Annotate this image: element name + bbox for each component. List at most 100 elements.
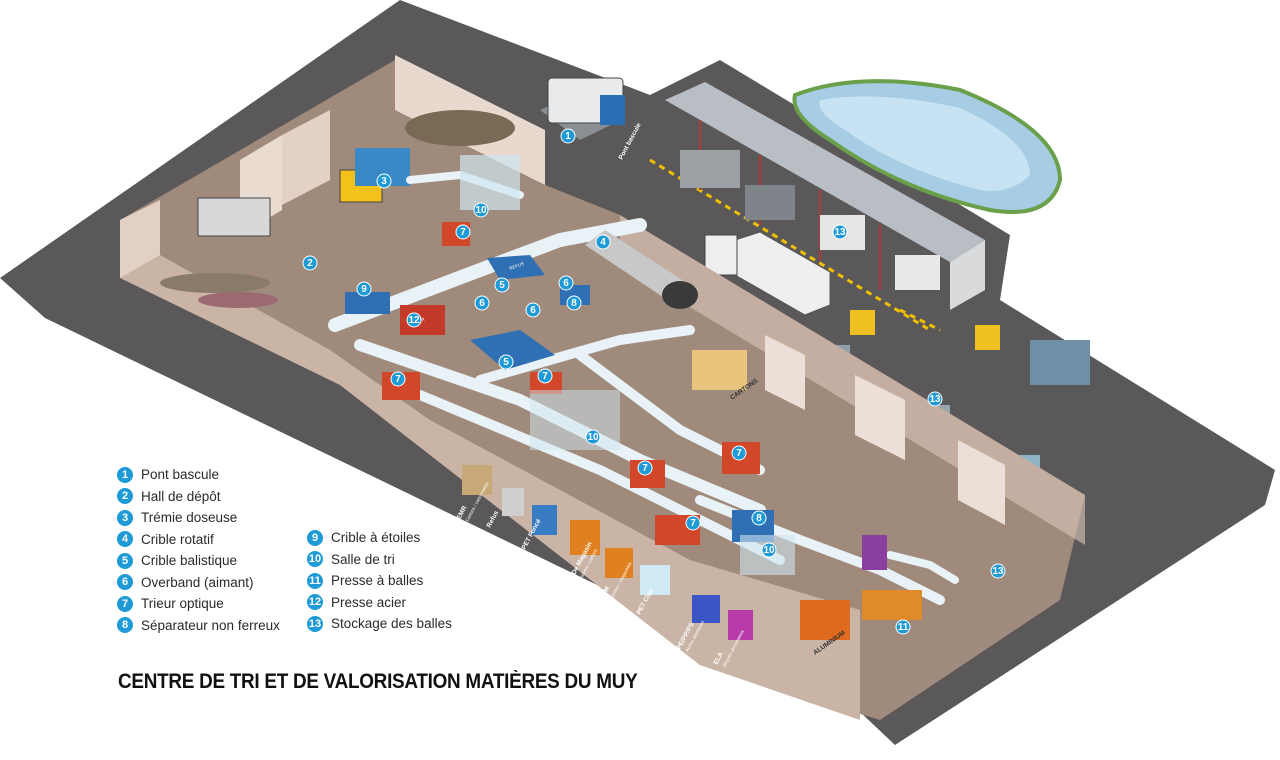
yard-stripe	[899, 308, 941, 332]
semi-tractor	[704, 234, 738, 276]
cartons-bin	[692, 350, 747, 390]
svg-text:2: 2	[307, 258, 313, 269]
purple-bin	[862, 535, 887, 570]
marker-badge-7: 7	[455, 224, 471, 240]
marker-badge-3: 3	[376, 173, 392, 189]
marker-badge-10: 10	[473, 202, 489, 218]
collection-truck-cab	[600, 95, 625, 125]
marker-badge-7: 7	[731, 445, 747, 461]
legend-number-badge: 11	[307, 572, 323, 589]
svg-text:8: 8	[756, 513, 762, 524]
glass-sorting-cabin	[530, 390, 620, 450]
svg-text:7: 7	[542, 371, 548, 382]
legend-item: 10 Salle de tri	[307, 549, 452, 571]
partition-wall	[282, 110, 330, 205]
marker-badge-13: 13	[990, 563, 1006, 579]
svg-text:5: 5	[499, 280, 505, 291]
marker-badge-12: 12	[406, 312, 422, 328]
marker-badge-7: 7	[390, 371, 406, 387]
marker-badge-10: 10	[761, 542, 777, 558]
svg-text:7: 7	[460, 227, 466, 238]
waste-pile	[198, 292, 278, 308]
legend-number-badge: 7	[117, 595, 133, 612]
marker-badge-8: 8	[566, 295, 582, 311]
marker-badge-8: 8	[751, 510, 767, 526]
product-bin	[728, 610, 753, 640]
marker-badge-7: 7	[685, 515, 701, 531]
svg-text:12: 12	[408, 315, 420, 326]
bale-stack	[1030, 340, 1090, 385]
legend-number-badge: 10	[307, 551, 323, 568]
svg-text:3: 3	[381, 176, 387, 187]
svg-text:13: 13	[834, 227, 846, 238]
legend-label: Stockage des balles	[331, 616, 452, 632]
storage-shed-roof	[665, 82, 985, 262]
marker-badge-6: 6	[474, 295, 490, 311]
legend-number-badge: 4	[117, 531, 133, 548]
legend-label: Crible rotatif	[141, 531, 214, 547]
svg-text:13: 13	[992, 566, 1004, 577]
svg-text:10: 10	[763, 545, 775, 556]
legend-item: 4 Crible rotatif	[117, 529, 280, 551]
marker-badge-13: 13	[832, 224, 848, 240]
conveyor-belt	[328, 218, 647, 332]
legend-label: Trieur optique	[141, 596, 224, 612]
svg-text:7: 7	[642, 463, 648, 474]
svg-text:4: 4	[600, 237, 606, 248]
bale-stack	[745, 185, 795, 220]
svg-text:9: 9	[361, 284, 367, 295]
legend-label: Séparateur non ferreux	[141, 617, 280, 633]
legend-label: Presse acier	[331, 594, 407, 610]
building-wall-left	[120, 200, 160, 278]
marker-badge-5: 5	[498, 354, 514, 370]
marker-badge-11: 11	[895, 619, 911, 635]
ballistic-screen	[487, 255, 545, 280]
legend-item: 7 Trieur optique	[117, 593, 280, 615]
svg-text:5: 5	[503, 357, 509, 368]
product-bin	[462, 465, 492, 495]
legend-item: 6 Overband (aimant)	[117, 572, 280, 594]
legend-label: Salle de tri	[331, 551, 395, 567]
wall-segment	[855, 375, 905, 460]
svg-text:7: 7	[736, 448, 742, 459]
legend-number-badge: 5	[117, 552, 133, 569]
svg-text:7: 7	[690, 518, 696, 529]
conveyor-belt	[475, 325, 695, 385]
storage-shed-side	[950, 240, 985, 310]
legend-number-badge: 6	[117, 574, 133, 591]
marker-badge-6: 6	[558, 275, 574, 291]
svg-text:6: 6	[530, 305, 536, 316]
pond-water	[819, 96, 1030, 191]
product-bin	[532, 505, 557, 535]
legend-number-badge: 9	[307, 529, 323, 546]
marker-badge-7: 7	[537, 368, 553, 384]
legend-label: Crible à étoiles	[331, 530, 421, 546]
legend-item: 5 Crible balistique	[117, 550, 280, 572]
marker-badge-13: 13	[927, 391, 943, 407]
legend-label: Overband (aimant)	[141, 574, 254, 590]
marker-badge-4: 4	[595, 234, 611, 250]
star-screen	[345, 292, 390, 314]
marker-badge-5: 5	[494, 277, 510, 293]
forklift	[850, 310, 875, 335]
svg-text:7: 7	[395, 374, 401, 385]
legend-number-badge: 1	[117, 466, 133, 483]
aluminium-bin	[800, 600, 850, 640]
product-bin	[605, 548, 633, 578]
wall-segment	[765, 335, 805, 410]
svg-text:10: 10	[587, 432, 599, 443]
glass-sorting-cabin	[460, 155, 520, 210]
rotary-screen	[585, 230, 698, 309]
legend-item: 9 Crible à étoiles	[307, 527, 452, 549]
svg-text:6: 6	[563, 278, 569, 289]
legend-label: Crible balistique	[141, 553, 238, 569]
ballistic-screen	[470, 330, 555, 370]
svg-text:11: 11	[898, 622, 909, 633]
